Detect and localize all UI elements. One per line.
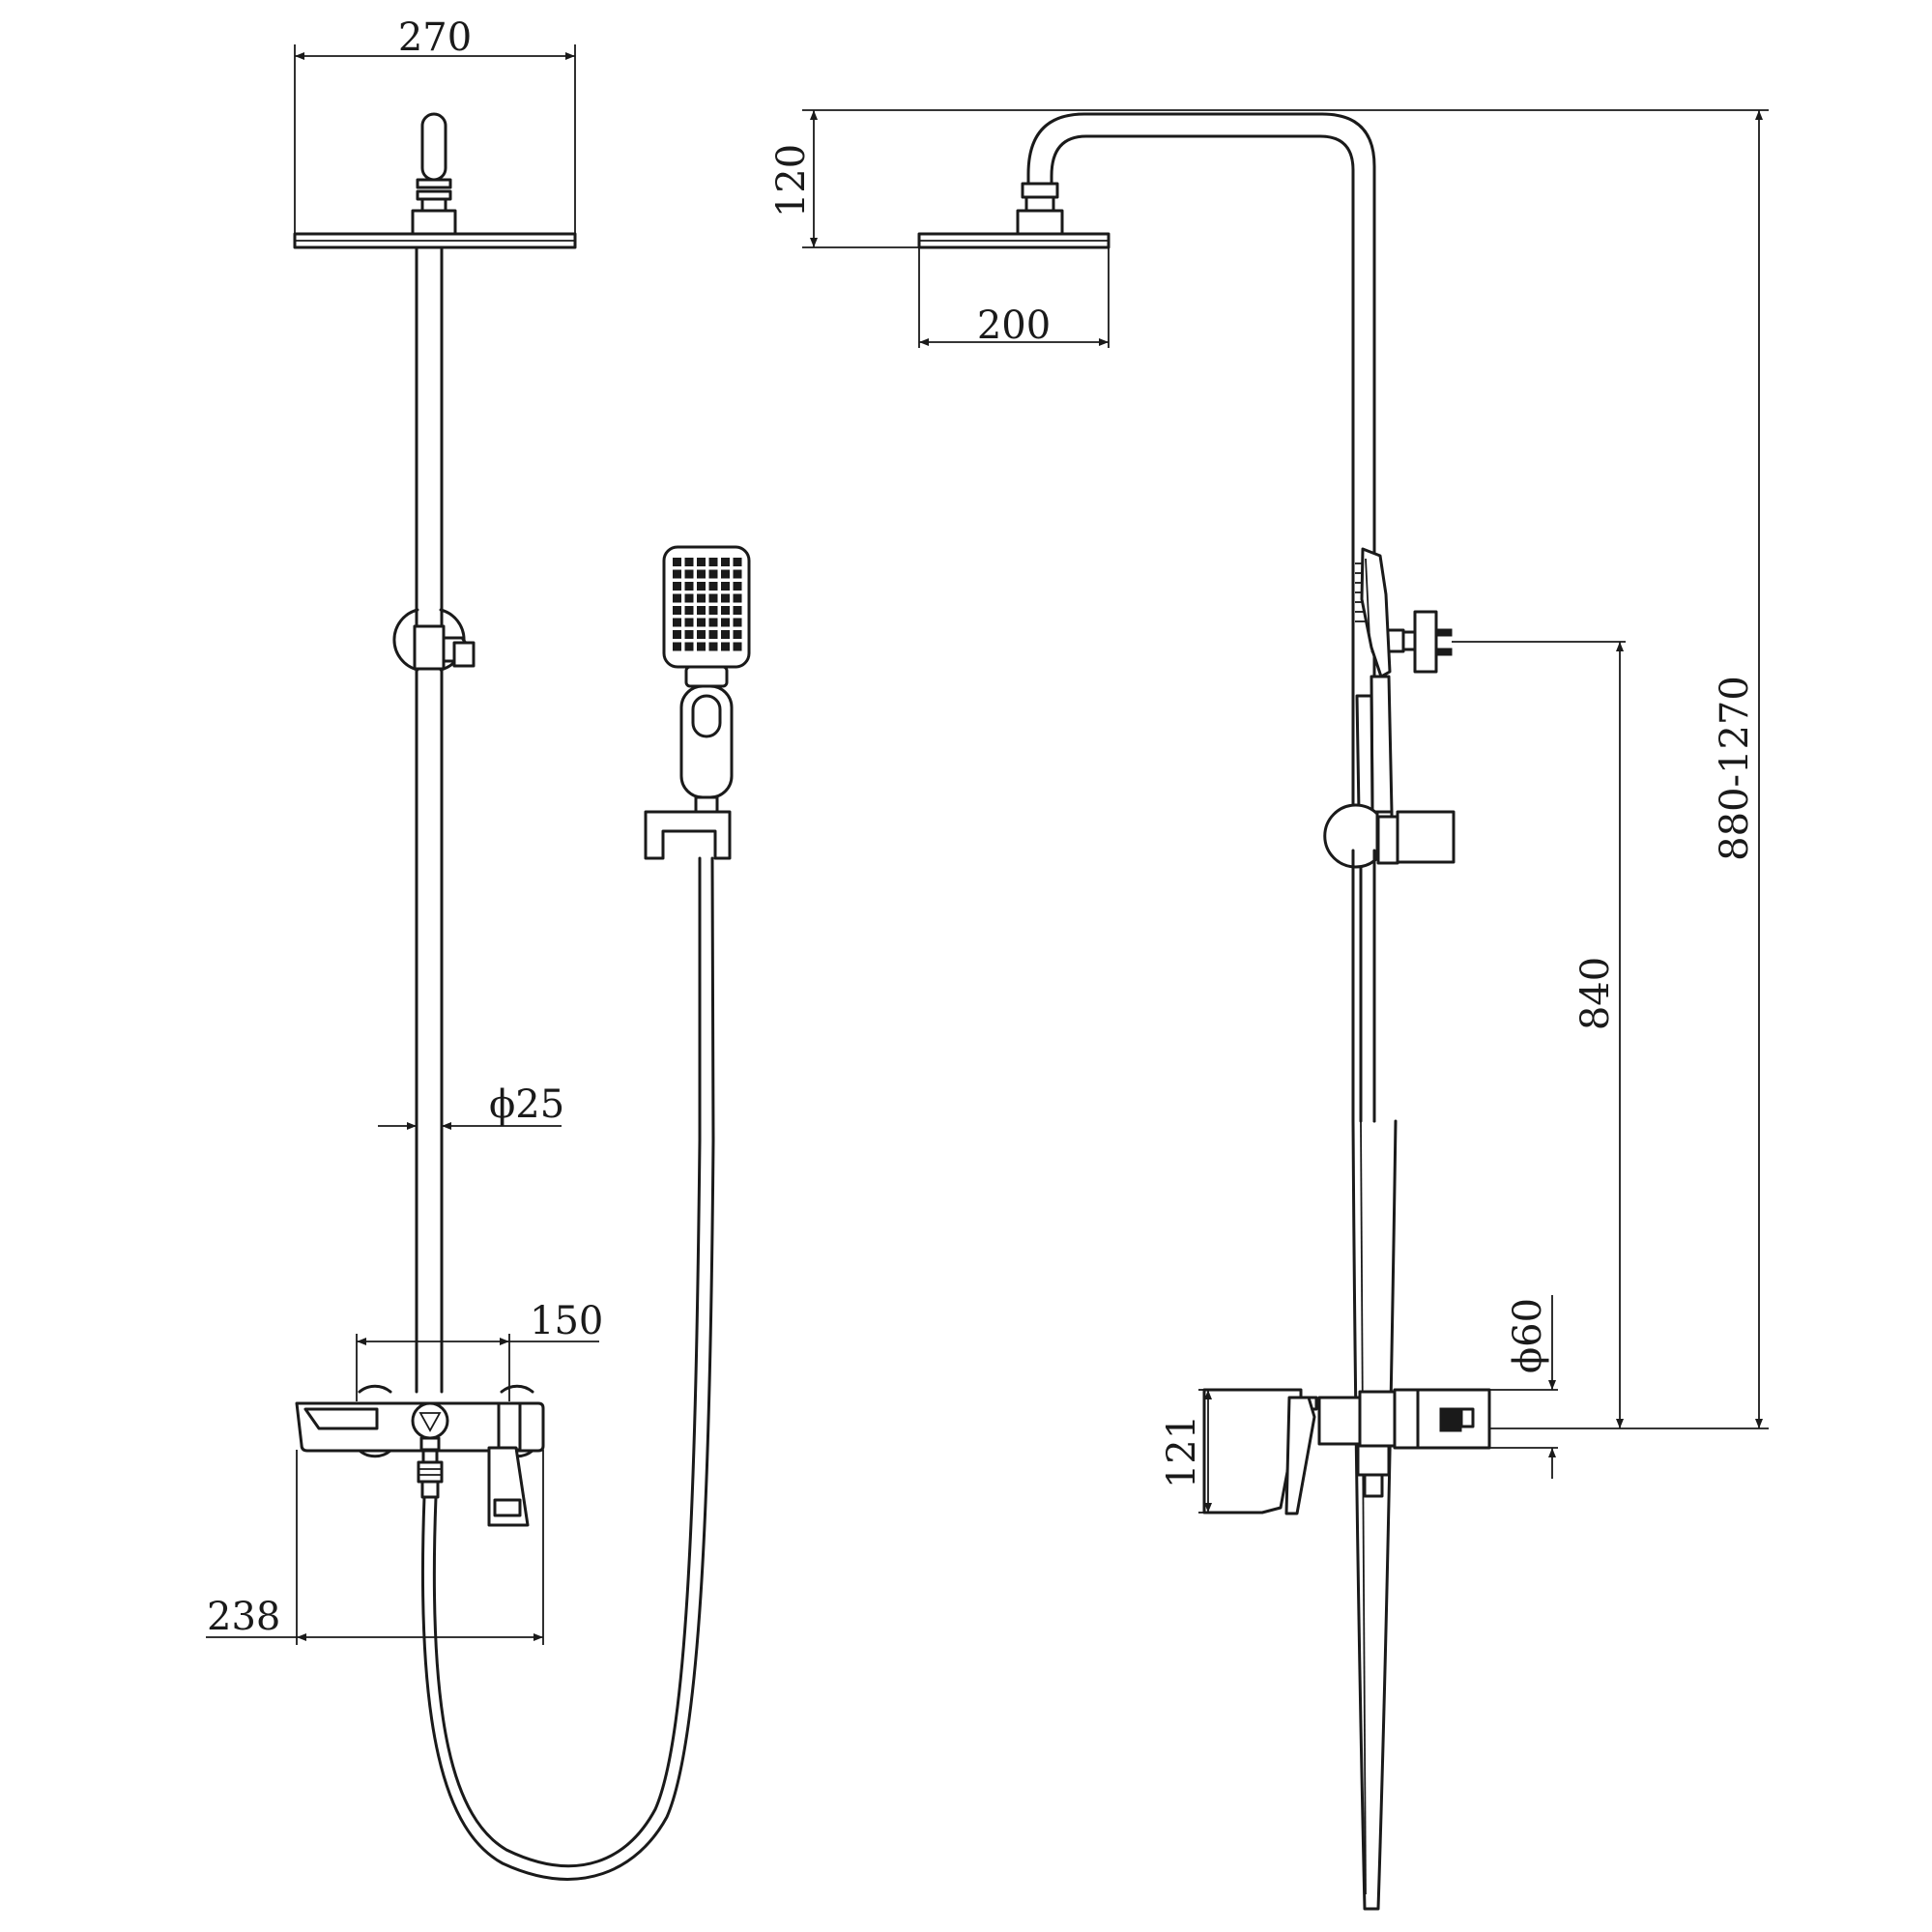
nozzle xyxy=(684,582,694,591)
nozzle xyxy=(708,582,718,591)
nozzle xyxy=(733,606,742,615)
dim-arm-height: 120 xyxy=(769,144,814,217)
side-wall-bracket xyxy=(1370,610,1453,674)
dim-escutcheon-diameter: ϕ60 xyxy=(1506,1298,1550,1373)
dimension-labels: 270 200 120 ϕ25 150 238 880-1270 840 ϕ60… xyxy=(207,15,1757,1639)
nozzle xyxy=(721,558,730,566)
dim-inlet-spacing: 150 xyxy=(530,1299,603,1343)
nozzle xyxy=(721,630,730,639)
nozzle xyxy=(708,642,718,651)
front-slider-bracket xyxy=(392,608,476,672)
nozzle xyxy=(684,558,694,566)
side-mixer xyxy=(1202,1388,1491,1515)
nozzle xyxy=(684,593,694,603)
nozzle xyxy=(708,569,718,579)
nozzle xyxy=(684,630,694,639)
dim-height-range: 880-1270 xyxy=(1713,676,1757,861)
nozzle xyxy=(697,569,706,579)
nozzle xyxy=(673,582,681,591)
nozzle xyxy=(721,569,730,579)
nozzle xyxy=(708,558,718,566)
nozzle xyxy=(673,642,681,651)
front-shower-hose xyxy=(420,856,715,1881)
nozzle xyxy=(673,593,681,603)
nozzle xyxy=(673,618,681,627)
nozzle xyxy=(697,630,706,639)
nozzle xyxy=(721,593,730,603)
nozzle xyxy=(721,582,730,591)
front-rain-head xyxy=(293,112,577,249)
nozzle xyxy=(697,558,706,566)
front-hand-shower xyxy=(644,545,751,860)
side-rain-head xyxy=(917,232,1110,249)
dimension-lines xyxy=(206,44,1769,1645)
nozzle xyxy=(697,593,706,603)
dim-mixer-width: 238 xyxy=(207,1595,280,1639)
nozzle xyxy=(684,618,694,627)
nozzle xyxy=(733,558,742,566)
nozzle xyxy=(708,618,718,627)
nozzle xyxy=(684,642,694,651)
dim-mixer-height: 121 xyxy=(1160,1415,1204,1488)
dim-head-width-front: 270 xyxy=(398,15,472,60)
hand-shower-nozzle-grid xyxy=(673,558,742,651)
nozzle xyxy=(733,642,742,651)
nozzle xyxy=(697,618,706,627)
front-mixer xyxy=(295,1384,545,1527)
nozzle xyxy=(673,606,681,615)
nozzle xyxy=(684,569,694,579)
dim-head-width-side: 200 xyxy=(977,303,1051,348)
nozzle xyxy=(684,606,694,615)
nozzle xyxy=(733,569,742,579)
side-overhead-arm xyxy=(1016,112,1376,553)
nozzle xyxy=(697,606,706,615)
nozzle xyxy=(673,569,681,579)
nozzle xyxy=(733,630,742,639)
side-slider-holder xyxy=(1323,803,1456,869)
front-riser-pipe xyxy=(415,245,444,1394)
nozzle xyxy=(697,642,706,651)
nozzle xyxy=(721,642,730,651)
front-view xyxy=(293,112,751,1881)
dim-holder-height: 840 xyxy=(1573,957,1618,1030)
nozzle xyxy=(733,582,742,591)
nozzle xyxy=(708,593,718,603)
side-hand-shower xyxy=(1355,547,1394,825)
nozzle xyxy=(673,558,681,566)
nozzle xyxy=(733,618,742,627)
nozzle xyxy=(673,630,681,639)
nozzle xyxy=(697,582,706,591)
dim-pipe-diameter: ϕ25 xyxy=(489,1082,564,1127)
nozzle xyxy=(708,606,718,615)
nozzle xyxy=(721,606,730,615)
nozzle xyxy=(708,630,718,639)
nozzle xyxy=(733,593,742,603)
side-view xyxy=(917,112,1491,1911)
nozzle xyxy=(721,618,730,627)
